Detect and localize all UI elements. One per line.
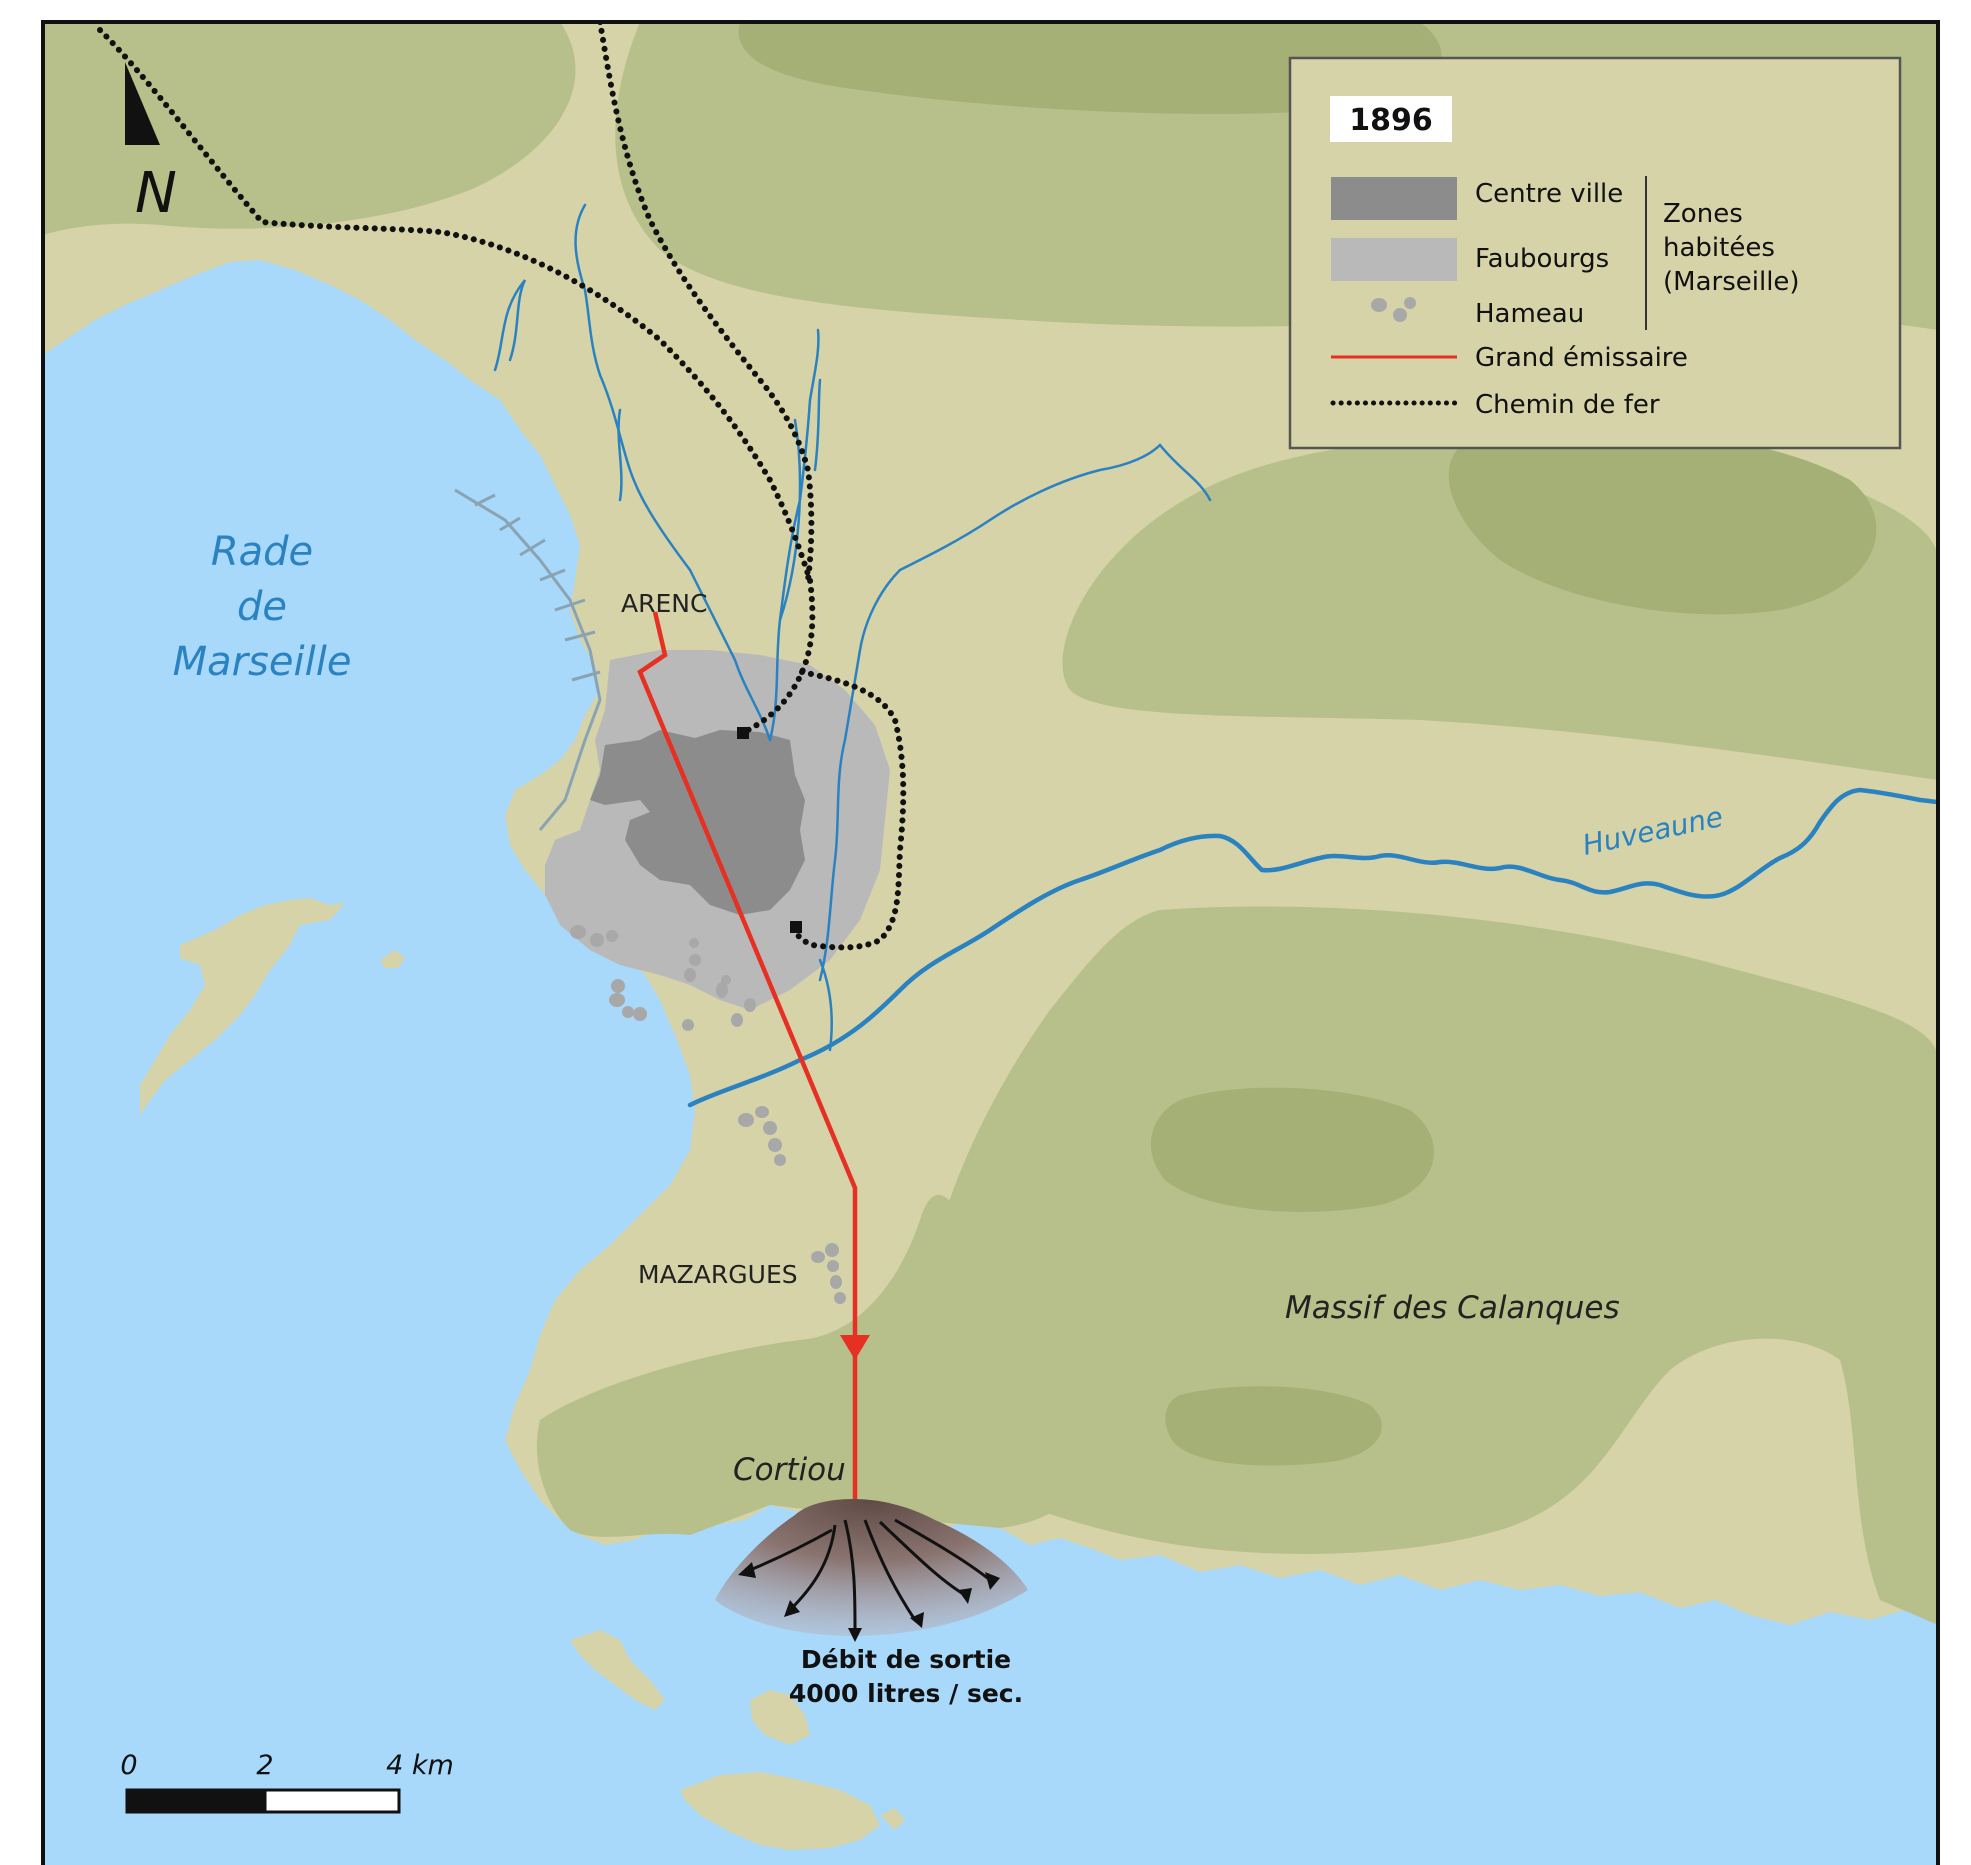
cortiou-label: Cortiou [733, 1452, 846, 1488]
massif-calanques-label: Massif des Calanques [1285, 1290, 1620, 1326]
map-frame [41, 20, 1940, 1865]
rade-label-line: de [237, 584, 287, 630]
north-arrow-left-half [125, 62, 135, 145]
north-label: N [135, 161, 177, 226]
debit-label-line1: Débit de sortie [801, 1645, 1011, 1674]
legend-group-label: Zones [1663, 199, 1743, 229]
island [750, 1690, 810, 1745]
legend-label: Hameau [1475, 299, 1584, 329]
grand-emissaire-line [637, 611, 858, 1505]
island [380, 950, 405, 968]
outflow-arrowheads [738, 1562, 1000, 1642]
station-marker [737, 727, 749, 739]
legend-group-label: (Marseille) [1663, 267, 1800, 297]
legend-label: Grand émissaire [1475, 343, 1688, 373]
scale-tick-label: 2 [256, 1750, 273, 1781]
scale-bar: 0 2 4 km [120, 1750, 454, 1814]
huveaune-river [687, 787, 1938, 1108]
rade-label-line: Rade [211, 529, 313, 575]
island [880, 1808, 905, 1830]
port-docks [454, 488, 602, 831]
terrain-zone [1448, 430, 1877, 615]
terrain-zone [43, 22, 576, 235]
flow-arrow-icon [840, 1335, 870, 1360]
scale-tick-label: 0 [120, 1750, 137, 1781]
rade-label: Rade de Marseille [173, 529, 352, 685]
legend-label: Faubourgs [1475, 244, 1609, 274]
terrain-zone [536, 1194, 1068, 1537]
legend-box: 1896 Centre ville Faubourgs Hameau Grand… [1288, 56, 1902, 450]
station-marker [790, 921, 802, 933]
legend-hameau-dots [1371, 297, 1416, 322]
legend-swatch-centre-ville [1331, 177, 1457, 220]
debit-label-line2: 4000 litres / sec. [789, 1679, 1023, 1708]
scale-tick-label: 4 km [386, 1750, 454, 1781]
terrain-zone [1165, 1386, 1382, 1466]
terrain-zone [738, 22, 1442, 114]
hameau-dots [570, 925, 846, 1304]
terrain-zone [1150, 1087, 1434, 1212]
island [140, 898, 345, 1115]
legend-label: Centre ville [1475, 179, 1623, 209]
arenc-label: ARENC [621, 589, 707, 618]
legend-year: 1896 [1349, 103, 1433, 138]
legend-label: Chemin de fer [1475, 390, 1660, 420]
legend-swatch-faubourgs [1331, 238, 1457, 281]
centre-ville-zone [590, 730, 805, 915]
island [680, 1772, 880, 1850]
outflow-plume [715, 1498, 1028, 1636]
north-arrow-icon [125, 62, 160, 145]
island [570, 1630, 665, 1710]
railway-lines [97, 22, 907, 951]
legend-group-label: habitées [1663, 233, 1775, 263]
mazargues-label: MAZARGUES [638, 1260, 798, 1289]
outflow-arrows-icon [744, 1518, 991, 1629]
rade-label-line: Marseille [173, 639, 352, 685]
